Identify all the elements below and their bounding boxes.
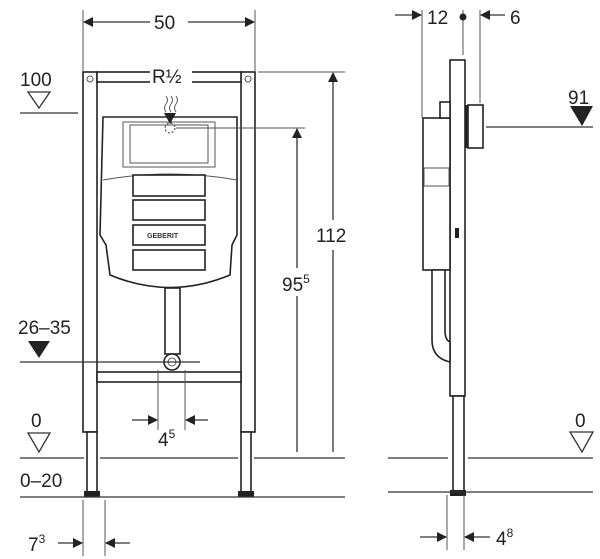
rear-depth-dimension: 12 bbox=[427, 8, 448, 29]
floor-range-label: 0–20 bbox=[20, 471, 62, 492]
width-dimension: 50 bbox=[154, 13, 175, 34]
drain-width-dimension: 45 bbox=[158, 427, 176, 451]
foot-offset-dimension: 73 bbox=[28, 532, 46, 556]
total-height-dimension: 112 bbox=[316, 226, 346, 247]
side-floor-level-label: 0 bbox=[575, 411, 586, 432]
front-view: GEBERIT 50 R½ 100 112 955 26–35 bbox=[18, 10, 346, 556]
connection-height-dimension: 955 bbox=[282, 272, 310, 296]
side-frame bbox=[422, 59, 484, 496]
geberit-logo: GEBERIT bbox=[147, 233, 179, 240]
front-depth-dimension: 6 bbox=[510, 8, 521, 29]
side-view: 12 6 91 0 48 bbox=[388, 8, 595, 550]
connection-label: R½ bbox=[152, 67, 182, 88]
foot-depth-dimension: 48 bbox=[496, 526, 514, 550]
top-level-label: 100 bbox=[20, 70, 52, 91]
drain-height-label: 26–35 bbox=[18, 318, 71, 339]
cistern: GEBERIT bbox=[99, 95, 238, 371]
plate-level-label: 91 bbox=[568, 88, 589, 109]
floor-level-label: 0 bbox=[31, 411, 42, 432]
